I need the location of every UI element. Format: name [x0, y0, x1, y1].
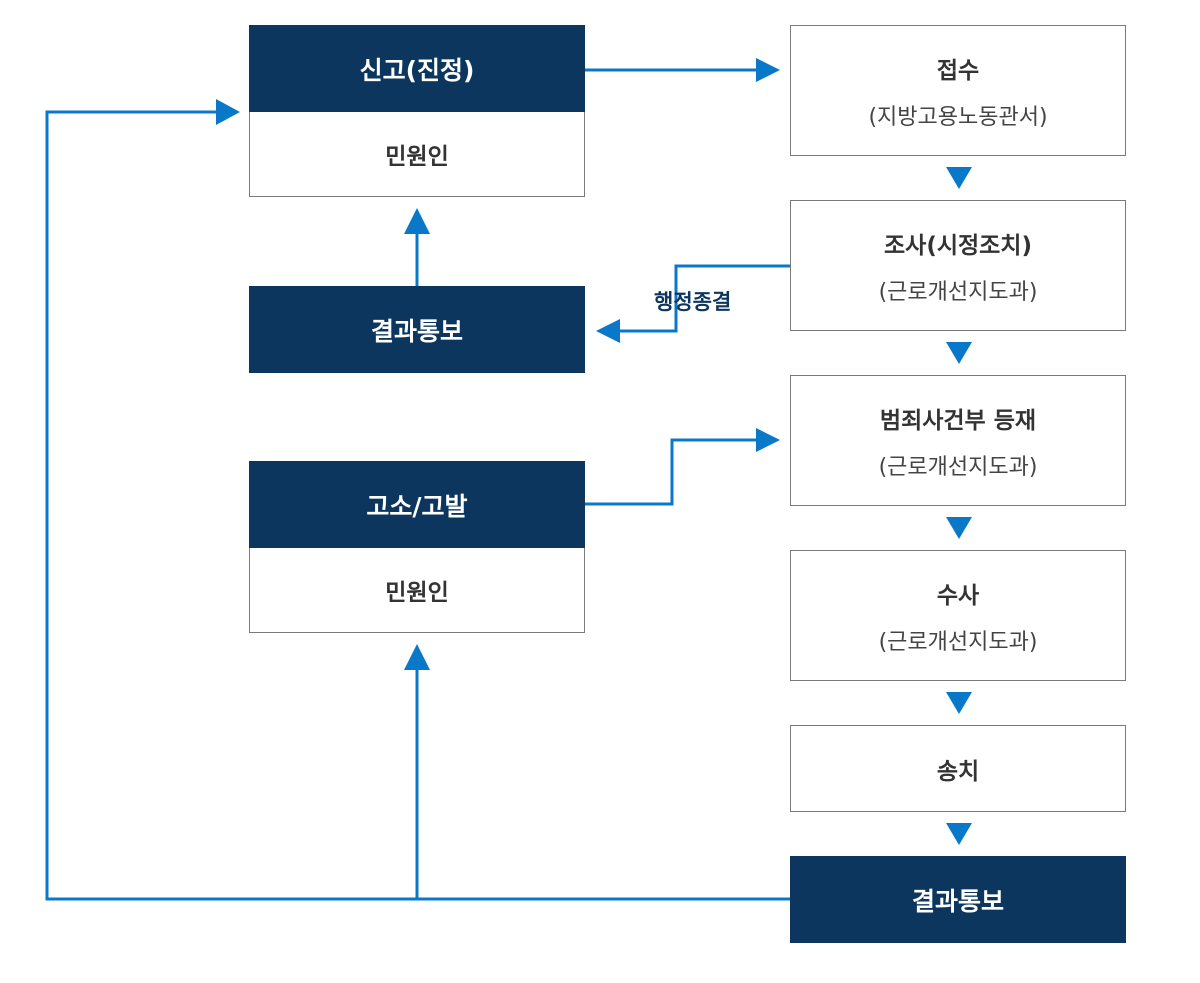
investigation-title: 조사(시정조치) [884, 232, 1032, 259]
complaint-body: 민원인 [249, 548, 585, 633]
receipt-sub: (지방고용노동관서) [868, 104, 1048, 130]
arrowhead-right-icon [756, 428, 780, 452]
referral-title: 송치 [936, 758, 980, 785]
result-final-label: 결과통보 [911, 886, 1004, 916]
receipt-box: 접수 (지방고용노동관서) [790, 25, 1126, 156]
probe-box: 수사 (근로개선지도과) [790, 550, 1126, 681]
report-header-label: 신고(진정) [359, 55, 475, 85]
arrowhead-down-icon [946, 823, 972, 845]
complaint-header-label: 고소/고발 [366, 491, 468, 521]
complaint-body-label: 민원인 [385, 580, 449, 606]
arrowhead-left-icon [596, 319, 620, 343]
criminal-register-box: 범죄사건부 등재 (근로개선지도과) [790, 375, 1126, 506]
report-body: 민원인 [249, 112, 585, 197]
receipt-title: 접수 [936, 57, 980, 84]
investigation-sub: (근로개선지도과) [878, 279, 1038, 305]
admin-close-label: 행정종결 [654, 290, 732, 314]
probe-sub: (근로개선지도과) [878, 629, 1038, 655]
arrowhead-right-icon [756, 58, 780, 82]
complaint-header: 고소/고발 [249, 461, 585, 548]
result-final-box: 결과통보 [790, 856, 1126, 943]
arrowhead-down-icon [946, 167, 972, 189]
connector-admin-close [616, 264, 792, 333]
criminal-register-sub: (근로개선지도과) [878, 454, 1038, 480]
connector-complaint-to-register [585, 438, 760, 506]
report-header: 신고(진정) [249, 25, 585, 112]
arrowhead-down-icon [946, 342, 972, 364]
result-admin-box: 결과통보 [249, 286, 585, 373]
result-admin-label: 결과통보 [370, 316, 463, 346]
arrowhead-down-icon [946, 692, 972, 714]
investigation-box: 조사(시정조치) (근로개선지도과) [790, 200, 1126, 331]
connector-final-to-report [45, 110, 792, 901]
arrowhead-down-icon [946, 517, 972, 539]
criminal-register-title: 범죄사건부 등재 [879, 407, 1037, 434]
referral-box: 송치 [790, 725, 1126, 812]
probe-title: 수사 [936, 582, 980, 609]
arrowhead-up-icon [404, 208, 430, 234]
report-body-label: 민원인 [385, 144, 449, 170]
arrowhead-up-icon [404, 644, 430, 670]
arrowhead-right-icon [216, 99, 240, 125]
